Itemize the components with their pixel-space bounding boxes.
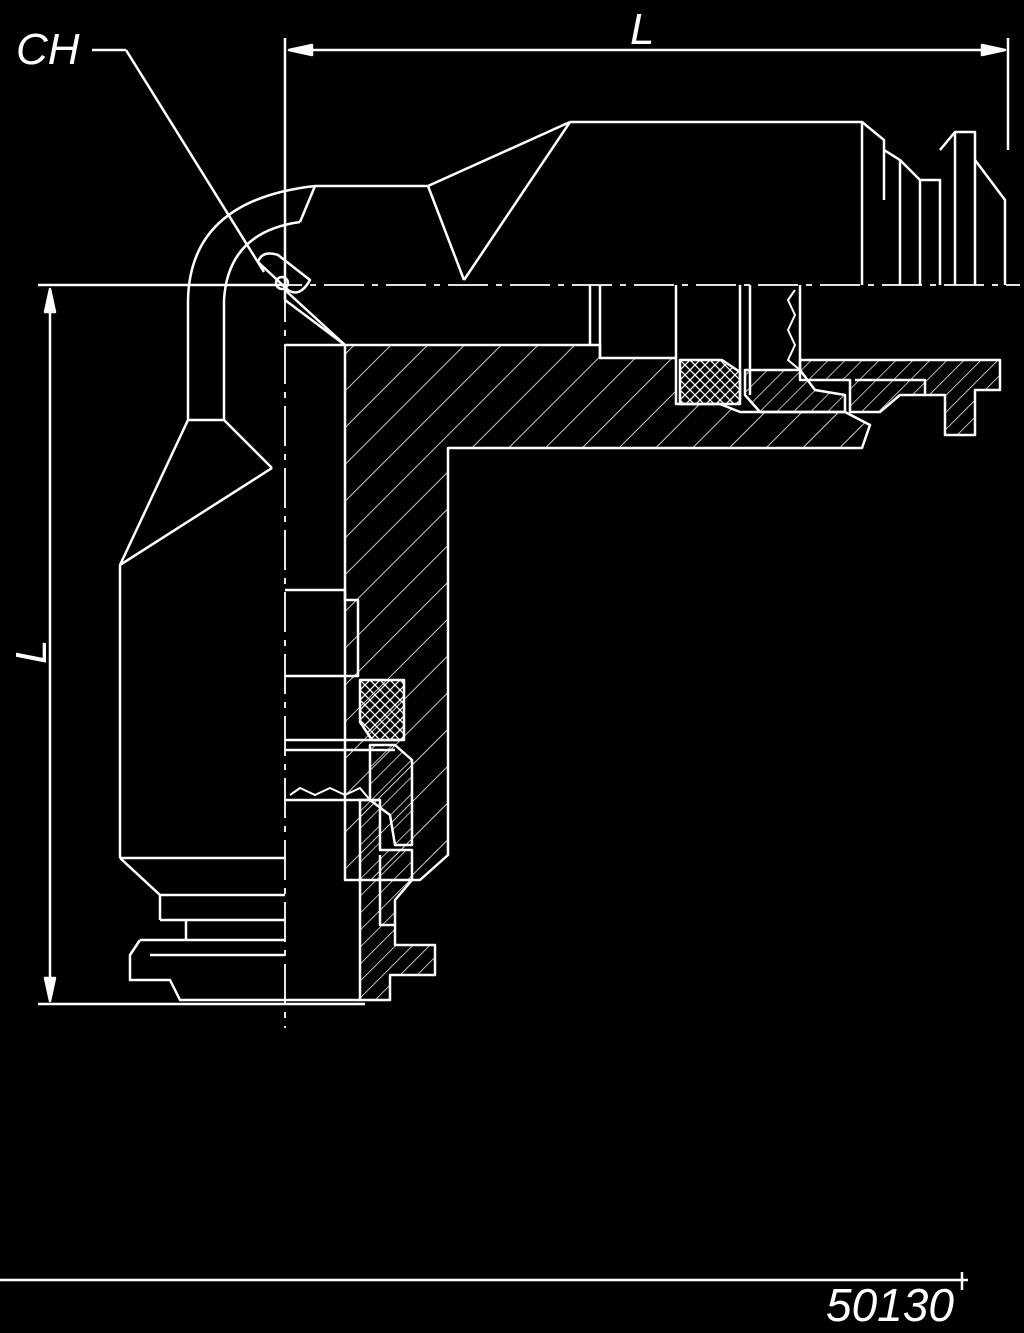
- dimension-vertical: [38, 283, 365, 1006]
- elbow-exterior: [118, 120, 1007, 1002]
- callout-label: CH: [16, 25, 80, 74]
- horizontal-port-internals: [285, 285, 1002, 437]
- part-number: 50130: [826, 1279, 954, 1331]
- center-lines: [200, 220, 1020, 1028]
- vertical-port-internals: [285, 588, 437, 1002]
- callout-leader: [92, 48, 266, 273]
- dimension-label-horizontal: L: [630, 5, 655, 54]
- dimension-label-vertical: L: [7, 639, 56, 664]
